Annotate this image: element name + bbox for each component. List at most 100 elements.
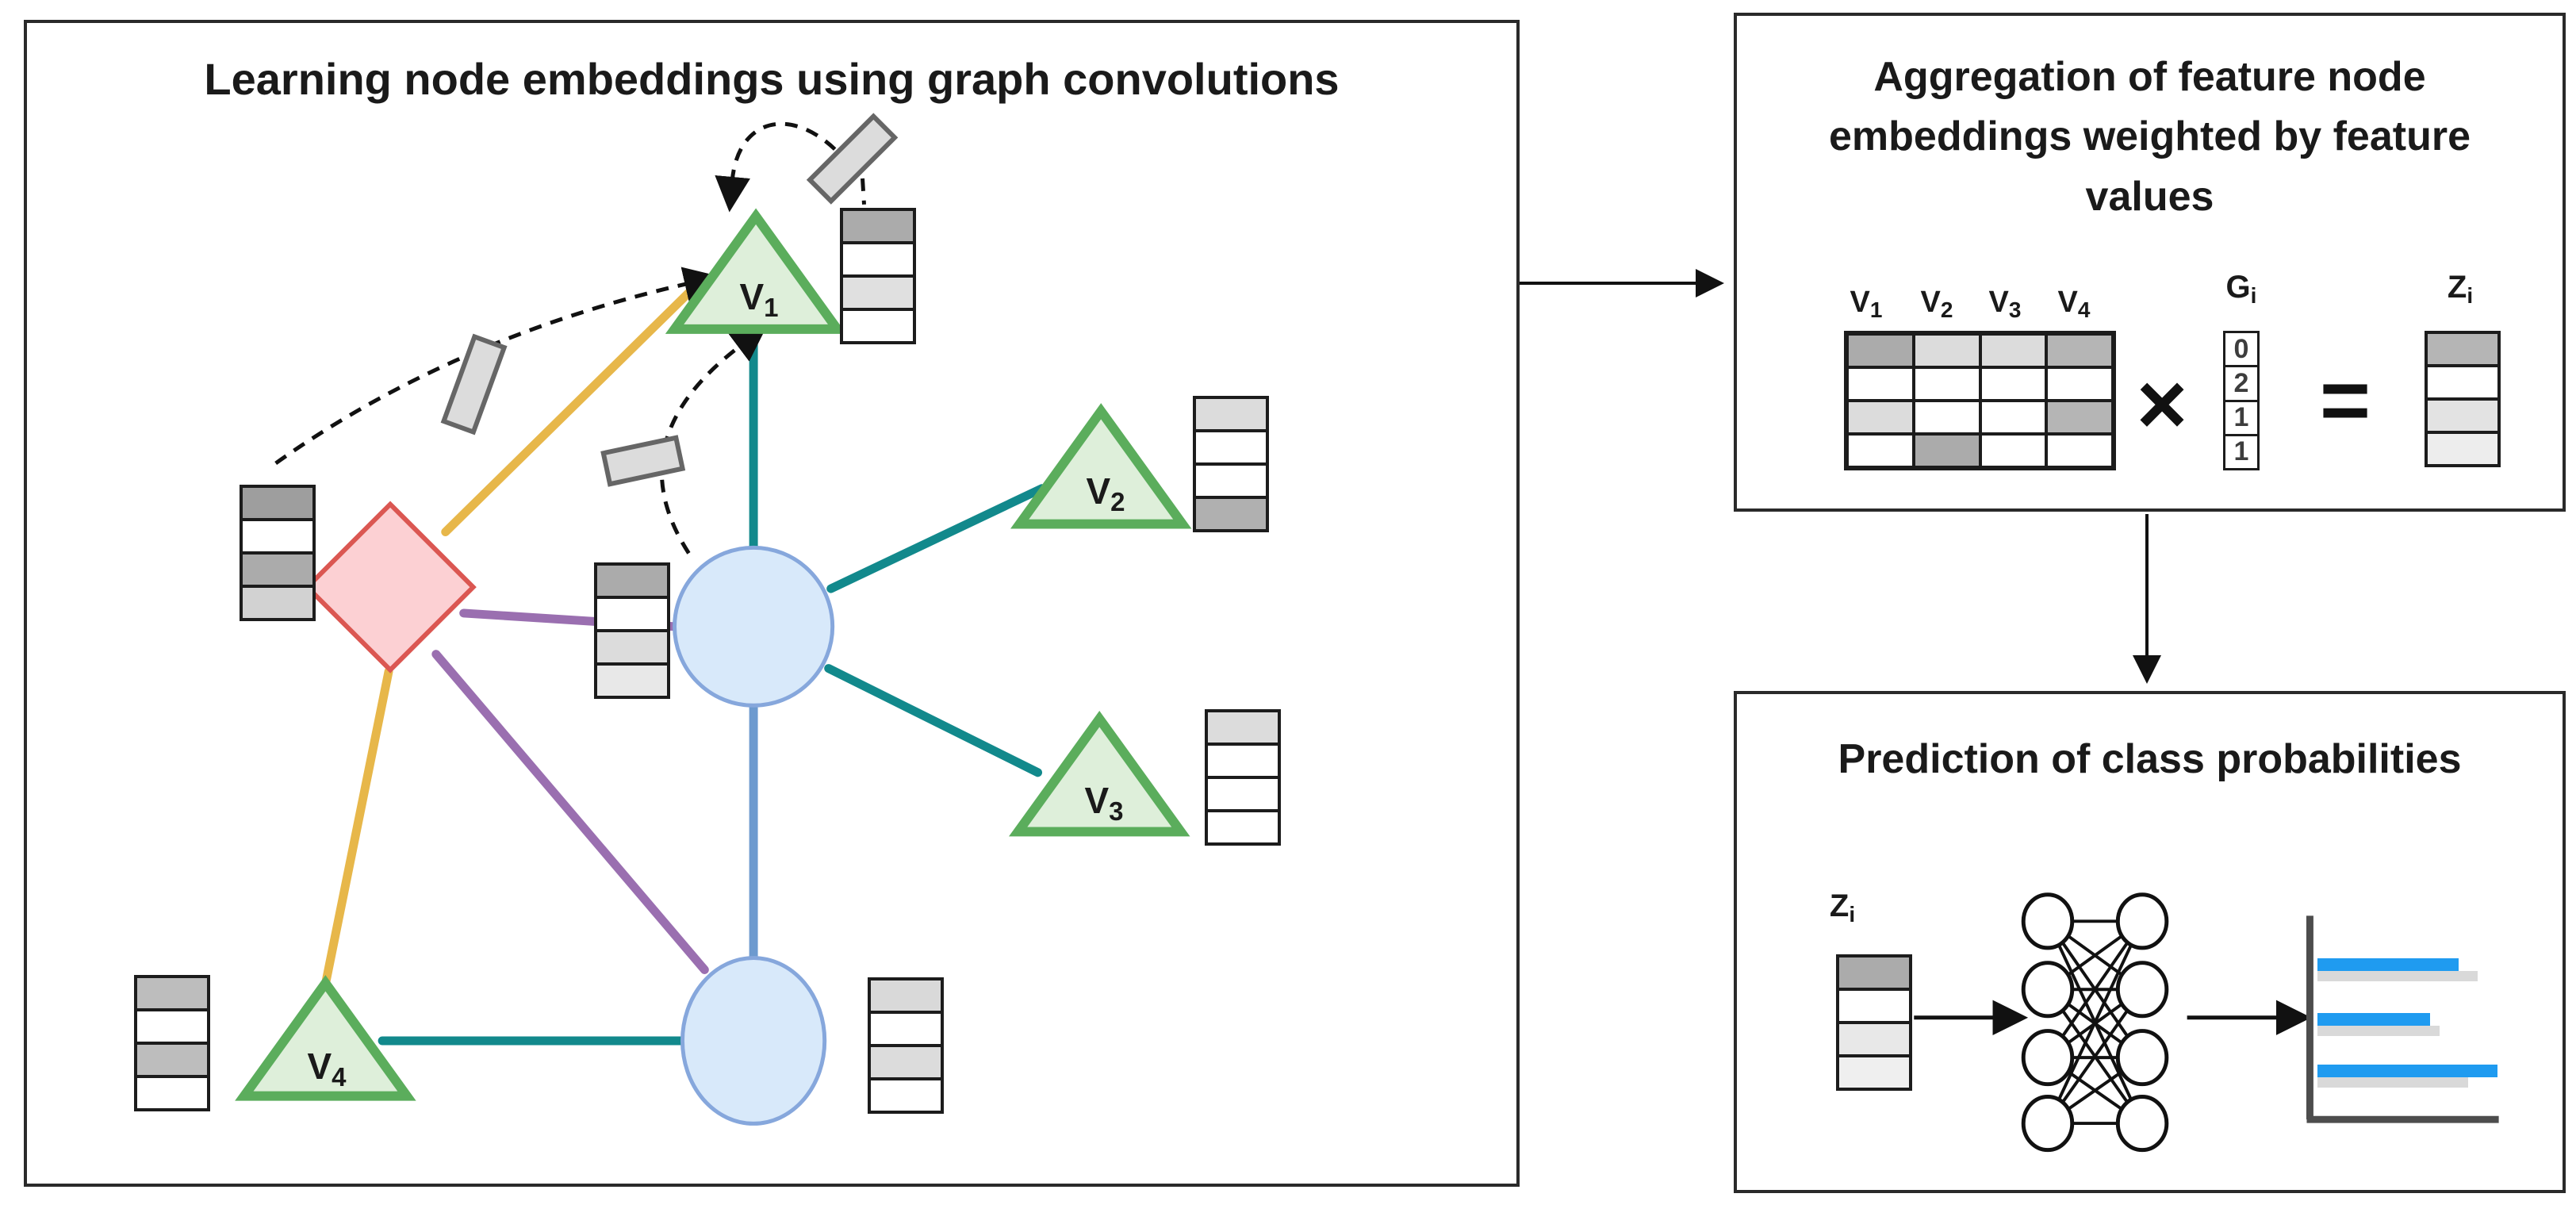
panel-aggregation: Aggregation of feature node embeddings w… bbox=[1734, 13, 2566, 512]
feature-node-diamond bbox=[304, 501, 477, 673]
neural-network-edges bbox=[2046, 919, 2144, 1126]
node-label-sub: 2 bbox=[1110, 487, 1125, 516]
message-rect-left bbox=[440, 333, 508, 436]
title-line: values bbox=[2085, 173, 2214, 220]
node-label-sub: 3 bbox=[1109, 796, 1124, 826]
z-pred-label: Zi bbox=[1807, 888, 1878, 927]
edge-diamond-v1 bbox=[441, 282, 699, 536]
vector-cell bbox=[137, 1011, 207, 1045]
vector-cell bbox=[1208, 812, 1278, 842]
vector-cell bbox=[137, 978, 207, 1011]
vector-cell bbox=[1196, 399, 1266, 432]
vector-cell bbox=[1208, 746, 1278, 779]
col-label-main: V bbox=[1920, 286, 1941, 319]
matrix-cell bbox=[1847, 401, 1914, 434]
matrix-cell bbox=[1847, 434, 1914, 467]
vector-cell bbox=[597, 599, 667, 632]
matrix-cell bbox=[2046, 334, 2113, 367]
vector-cell bbox=[1839, 957, 1909, 991]
message-rect-top bbox=[806, 113, 899, 205]
col-label-sub: 1 bbox=[1869, 297, 1883, 322]
matrix-col-label-v2: V2 bbox=[1902, 286, 1972, 323]
vector-cell bbox=[1208, 779, 1278, 812]
edge-diamond-v4 bbox=[320, 667, 393, 988]
prediction-drawing bbox=[1914, 892, 2499, 1153]
edge-circle1-v3 bbox=[824, 664, 1043, 777]
g-vector-label: Gi bbox=[2206, 270, 2277, 309]
embedding-vector-circle2 bbox=[868, 977, 944, 1114]
node-label-v3: V3 bbox=[1068, 779, 1140, 827]
node-label-v1: V1 bbox=[723, 275, 795, 323]
embedding-vector-v4 bbox=[134, 975, 210, 1111]
node-label-v2: V2 bbox=[1070, 470, 1141, 517]
vector-cell bbox=[243, 588, 312, 618]
edge-diamond-circle2 bbox=[431, 650, 709, 974]
feature-matrix bbox=[1844, 331, 2116, 470]
times-symbol: × bbox=[2136, 355, 2188, 453]
col-label-main: V bbox=[1988, 286, 2009, 319]
g-label-sub: i bbox=[2250, 283, 2257, 308]
vector-cell bbox=[597, 666, 667, 696]
matrix-cell bbox=[1980, 367, 2047, 401]
z-vector-aggregation bbox=[2425, 331, 2501, 467]
vector-cell bbox=[2428, 334, 2497, 367]
edge-circle1-v2 bbox=[826, 484, 1047, 593]
vector-cell bbox=[243, 521, 312, 555]
item-node-circle-2 bbox=[680, 956, 827, 1126]
embedding-vector-diamond bbox=[240, 485, 316, 621]
feature-node-v3 bbox=[1009, 710, 1190, 837]
vector-cell bbox=[2428, 434, 2497, 464]
dashed-arrow-top-message-to-v1 bbox=[715, 121, 837, 213]
vector-cell bbox=[2428, 401, 2497, 434]
graph-drawing bbox=[235, 113, 1192, 1126]
matrix-cell bbox=[1913, 434, 1980, 467]
node-label-v4: V4 bbox=[291, 1045, 362, 1092]
vector-cell bbox=[843, 244, 913, 278]
g-label-main: G bbox=[2225, 270, 2251, 305]
title-line: embeddings weighted by feature bbox=[1828, 113, 2471, 160]
vector-cell bbox=[843, 278, 913, 311]
vector-cell bbox=[243, 555, 312, 588]
embedding-vector-v3 bbox=[1205, 709, 1281, 846]
panel-prediction: Prediction of class probabilities Zi bbox=[1734, 691, 2566, 1193]
vector-cell bbox=[2428, 367, 2497, 401]
embedding-vector-circle1 bbox=[594, 562, 670, 699]
item-node-circle-1 bbox=[673, 545, 835, 708]
vector-cell bbox=[1196, 466, 1266, 499]
probability-bar-shadow bbox=[2317, 1026, 2440, 1036]
feature-node-v1 bbox=[665, 208, 847, 334]
vector-cell bbox=[871, 1047, 941, 1080]
vector-cell bbox=[871, 1080, 941, 1111]
matrix-col-label-v4: V4 bbox=[2039, 286, 2109, 323]
node-label-main: V bbox=[1084, 780, 1110, 821]
z-label-sub: i bbox=[2467, 283, 2474, 308]
vector-cell bbox=[843, 211, 913, 244]
message-rect-middle bbox=[600, 435, 686, 487]
feature-node-v4 bbox=[235, 975, 416, 1101]
message-rects bbox=[440, 113, 899, 487]
matrix-cell bbox=[1980, 401, 2047, 434]
vector-cell bbox=[1839, 1057, 1909, 1088]
vector-cell bbox=[871, 981, 941, 1014]
g-vector-cell: 1 bbox=[2233, 436, 2249, 467]
node-label-sub: 1 bbox=[764, 293, 779, 322]
prediction-panel-title: Prediction of class probabilities bbox=[1838, 736, 2462, 782]
probability-bar-shadow bbox=[2317, 1077, 2468, 1088]
matrix-cell bbox=[1913, 334, 1980, 367]
vector-cell bbox=[597, 632, 667, 666]
probability-bar bbox=[2317, 958, 2459, 971]
vector-cell bbox=[137, 1078, 207, 1108]
node-label-sub: 4 bbox=[332, 1062, 347, 1092]
vector-cell bbox=[243, 488, 312, 521]
g-vector-cell: 0 bbox=[2225, 333, 2257, 368]
col-label-sub: 2 bbox=[1940, 297, 1953, 322]
matrix-cell bbox=[1980, 334, 2047, 367]
vector-cell bbox=[871, 1014, 941, 1047]
node-label-main: V bbox=[1086, 470, 1111, 512]
matrix-cell bbox=[1847, 367, 1914, 401]
vector-cell bbox=[843, 311, 913, 341]
matrix-cell bbox=[1913, 401, 1980, 434]
matrix-col-label-v3: V3 bbox=[1970, 286, 2040, 323]
col-label-main: V bbox=[2057, 286, 2078, 319]
